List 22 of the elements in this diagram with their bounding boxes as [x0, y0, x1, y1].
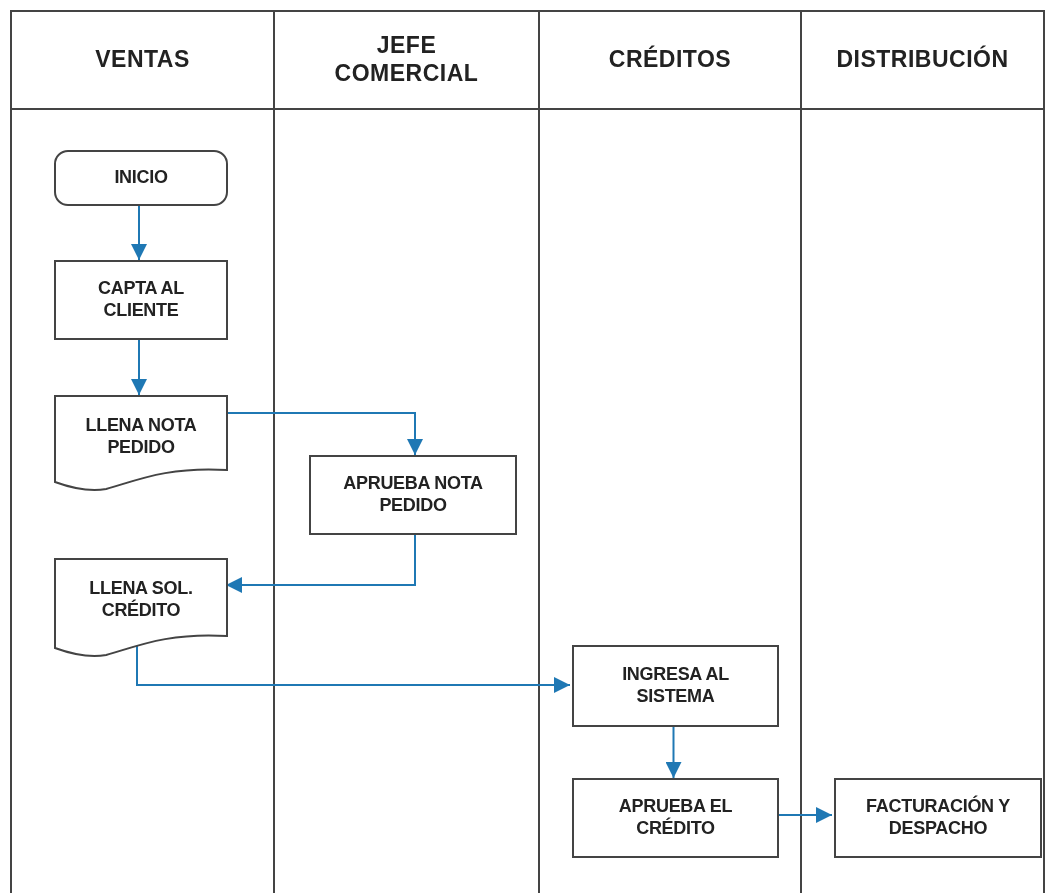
process-box: FACTURACIÓN Y DESPACHO [834, 778, 1042, 858]
lane-header: CRÉDITOS [540, 10, 800, 110]
lane-header: VENTAS [12, 10, 273, 110]
arrow [776, 807, 833, 823]
process-box: CAPTA AL CLIENTE [54, 260, 228, 340]
process-box: APRUEBA EL CRÉDITO [572, 778, 779, 858]
arrow [665, 726, 682, 779]
process-box: APRUEBA NOTA PEDIDO [309, 455, 517, 535]
arrow [225, 534, 416, 593]
arrow [131, 205, 147, 261]
lane-header: JEFE COMERCIAL [275, 10, 538, 110]
swimlane [10, 10, 273, 893]
arrow [225, 412, 423, 456]
arrow [131, 339, 147, 396]
lane-header: DISTRIBUCIÓN [802, 10, 1043, 110]
process-box: INGRESA AL SISTEMA [572, 645, 779, 727]
start-terminal: INICIO [54, 150, 228, 206]
document-shape: LLENA SOL. CRÉDITO [54, 558, 228, 658]
swimlane [273, 10, 538, 893]
document-shape: LLENA NOTA PEDIDO [54, 395, 228, 492]
swimlane [538, 10, 800, 893]
swimlane [800, 10, 1045, 893]
